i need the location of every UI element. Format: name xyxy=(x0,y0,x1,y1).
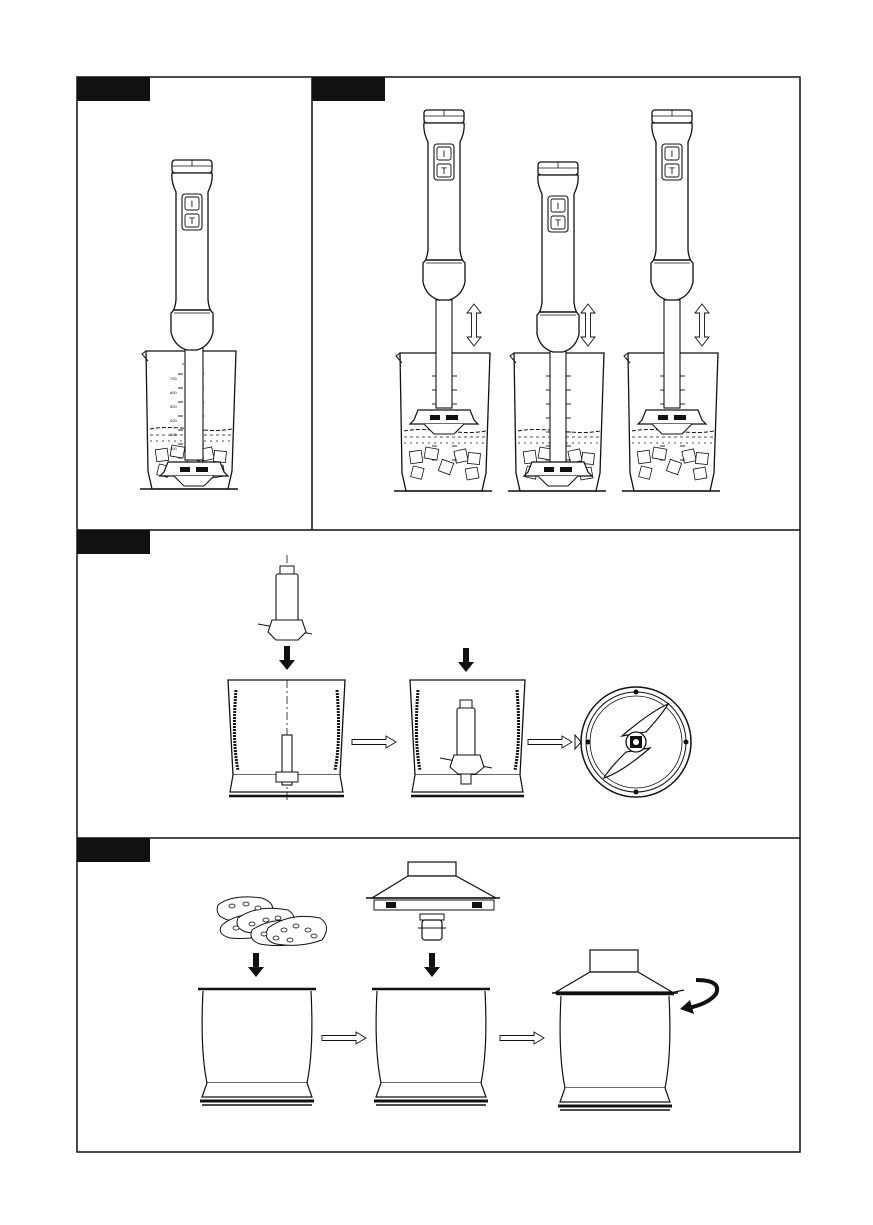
chopper-lid xyxy=(366,862,500,940)
svg-text:200: 200 xyxy=(170,446,177,451)
up-down-arrow-icon xyxy=(695,304,709,346)
chopper-blade-unit xyxy=(258,555,312,640)
chopper-bowl-3a xyxy=(228,680,345,802)
down-arrow-icon xyxy=(279,646,295,670)
hand-blender-2b xyxy=(537,162,579,352)
rotate-arrow-icon xyxy=(680,980,717,1014)
step-tab-4 xyxy=(77,838,150,862)
up-down-arrow-icon xyxy=(467,304,481,346)
chopper-bowl-3b xyxy=(410,680,525,796)
food-pieces xyxy=(217,897,326,946)
step-tab-1 xyxy=(77,77,150,101)
down-arrow-icon xyxy=(458,648,474,672)
panel-3-blade-insertion xyxy=(228,555,691,802)
right-arrow-icon xyxy=(500,1032,544,1044)
chopper-bowl-top-view xyxy=(575,687,691,797)
panel-4-chopping-assembly xyxy=(198,862,717,1110)
step-tab-3 xyxy=(77,530,150,554)
svg-text:400: 400 xyxy=(170,418,177,423)
up-down-arrow-icon xyxy=(581,304,595,346)
down-arrow-icon xyxy=(248,953,264,977)
svg-text:300: 300 xyxy=(170,432,177,437)
chopper-assembled xyxy=(552,950,684,1110)
hand-blender-1 xyxy=(171,160,213,350)
right-arrow-icon xyxy=(352,736,396,748)
panel-2-blending-motion xyxy=(394,110,720,491)
hand-blender-2c xyxy=(651,110,693,300)
panel-1-blender-in-beaker: ml 700 600 500 400 300 200 100 xyxy=(140,160,238,489)
chopper-bowl-4b xyxy=(372,989,490,1105)
step-tab-2 xyxy=(312,77,385,101)
right-arrow-icon xyxy=(528,736,572,748)
down-arrow-icon xyxy=(424,953,440,977)
svg-text:600: 600 xyxy=(170,390,177,395)
svg-text:700: 700 xyxy=(170,376,177,381)
svg-text:500: 500 xyxy=(170,404,177,409)
chopper-bowl-4a xyxy=(198,989,316,1105)
hand-blender-2a xyxy=(423,110,465,300)
right-arrow-icon xyxy=(322,1032,366,1044)
